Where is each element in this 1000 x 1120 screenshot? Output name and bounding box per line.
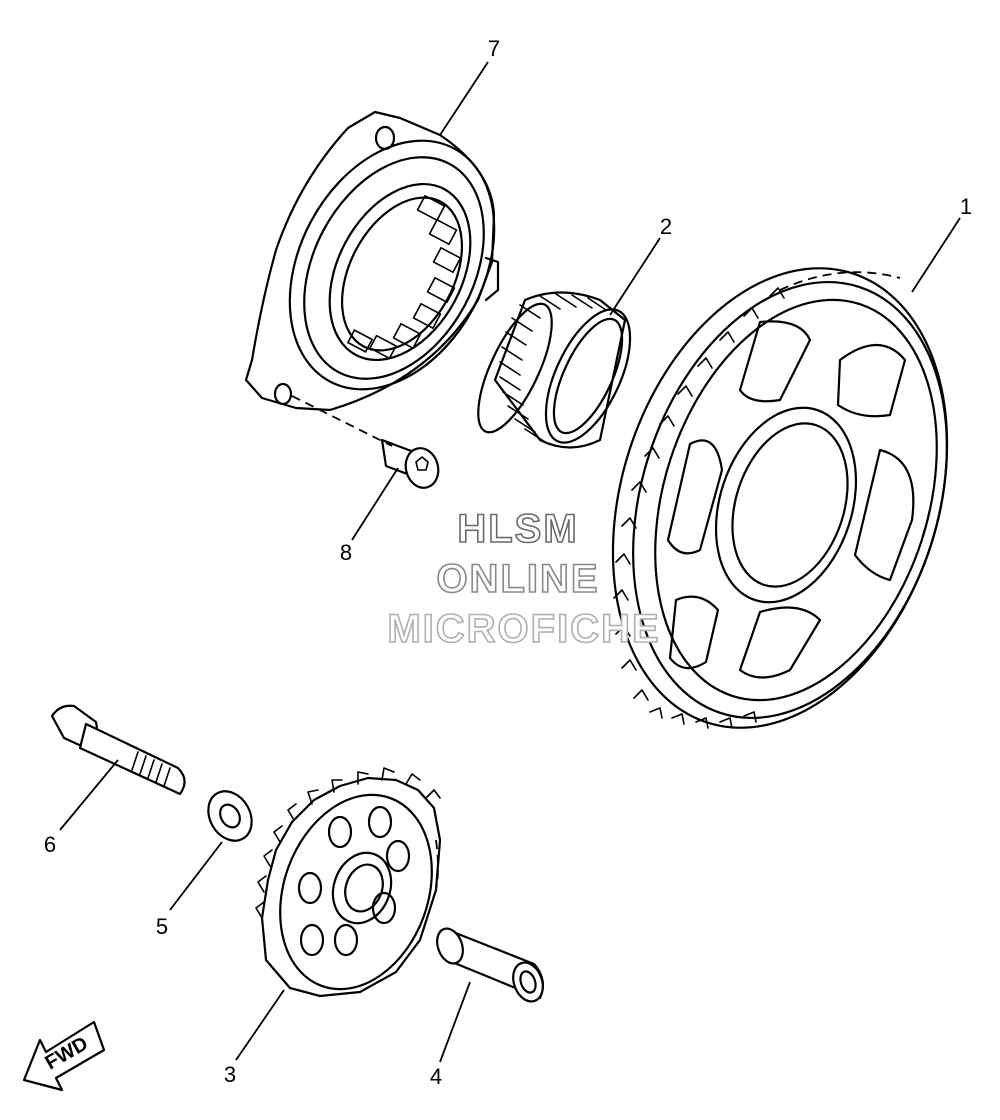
part-7-starter-clutch[interactable] <box>244 105 535 424</box>
watermark-line-3: MICROFICHE <box>387 607 660 651</box>
leader-lines <box>59 61 961 1063</box>
part-3-idler-gear[interactable] <box>254 767 458 1011</box>
callout-5: 5 <box>156 914 168 939</box>
callout-2: 2 <box>660 214 672 239</box>
part-4-collar[interactable] <box>433 925 548 1006</box>
needle-rollers <box>499 293 607 443</box>
torx-recess-icon <box>415 456 429 471</box>
watermark: HLSM ONLINE MICROFICHE <box>387 506 660 652</box>
part-2-needle-bearing[interactable] <box>464 291 648 455</box>
gear-teeth-small <box>255 767 441 919</box>
roller-elements <box>347 194 462 360</box>
callout-8: 8 <box>340 540 352 565</box>
fwd-arrow-icon: FWD <box>22 1020 106 1092</box>
callout-1: 1 <box>960 194 972 219</box>
part-5-washer[interactable] <box>200 783 261 848</box>
callout-6: 6 <box>44 832 56 857</box>
callout-numbers: 1 2 3 4 5 6 7 8 <box>44 36 972 1089</box>
callout-7: 7 <box>488 36 500 61</box>
part-8-screw[interactable] <box>291 395 443 491</box>
gear-teeth <box>613 287 785 729</box>
part-1-starter-wheel-gear[interactable] <box>557 225 1000 772</box>
watermark-line-1: HLSM <box>457 507 578 551</box>
spoke-windows <box>666 320 915 679</box>
gear-holes <box>297 805 411 957</box>
callout-3: 3 <box>224 1062 236 1087</box>
watermark-line-2: ONLINE <box>436 557 599 601</box>
part-6-shaft-bolt[interactable] <box>50 704 186 796</box>
thread-lines <box>131 751 171 787</box>
callout-4: 4 <box>430 1064 442 1089</box>
